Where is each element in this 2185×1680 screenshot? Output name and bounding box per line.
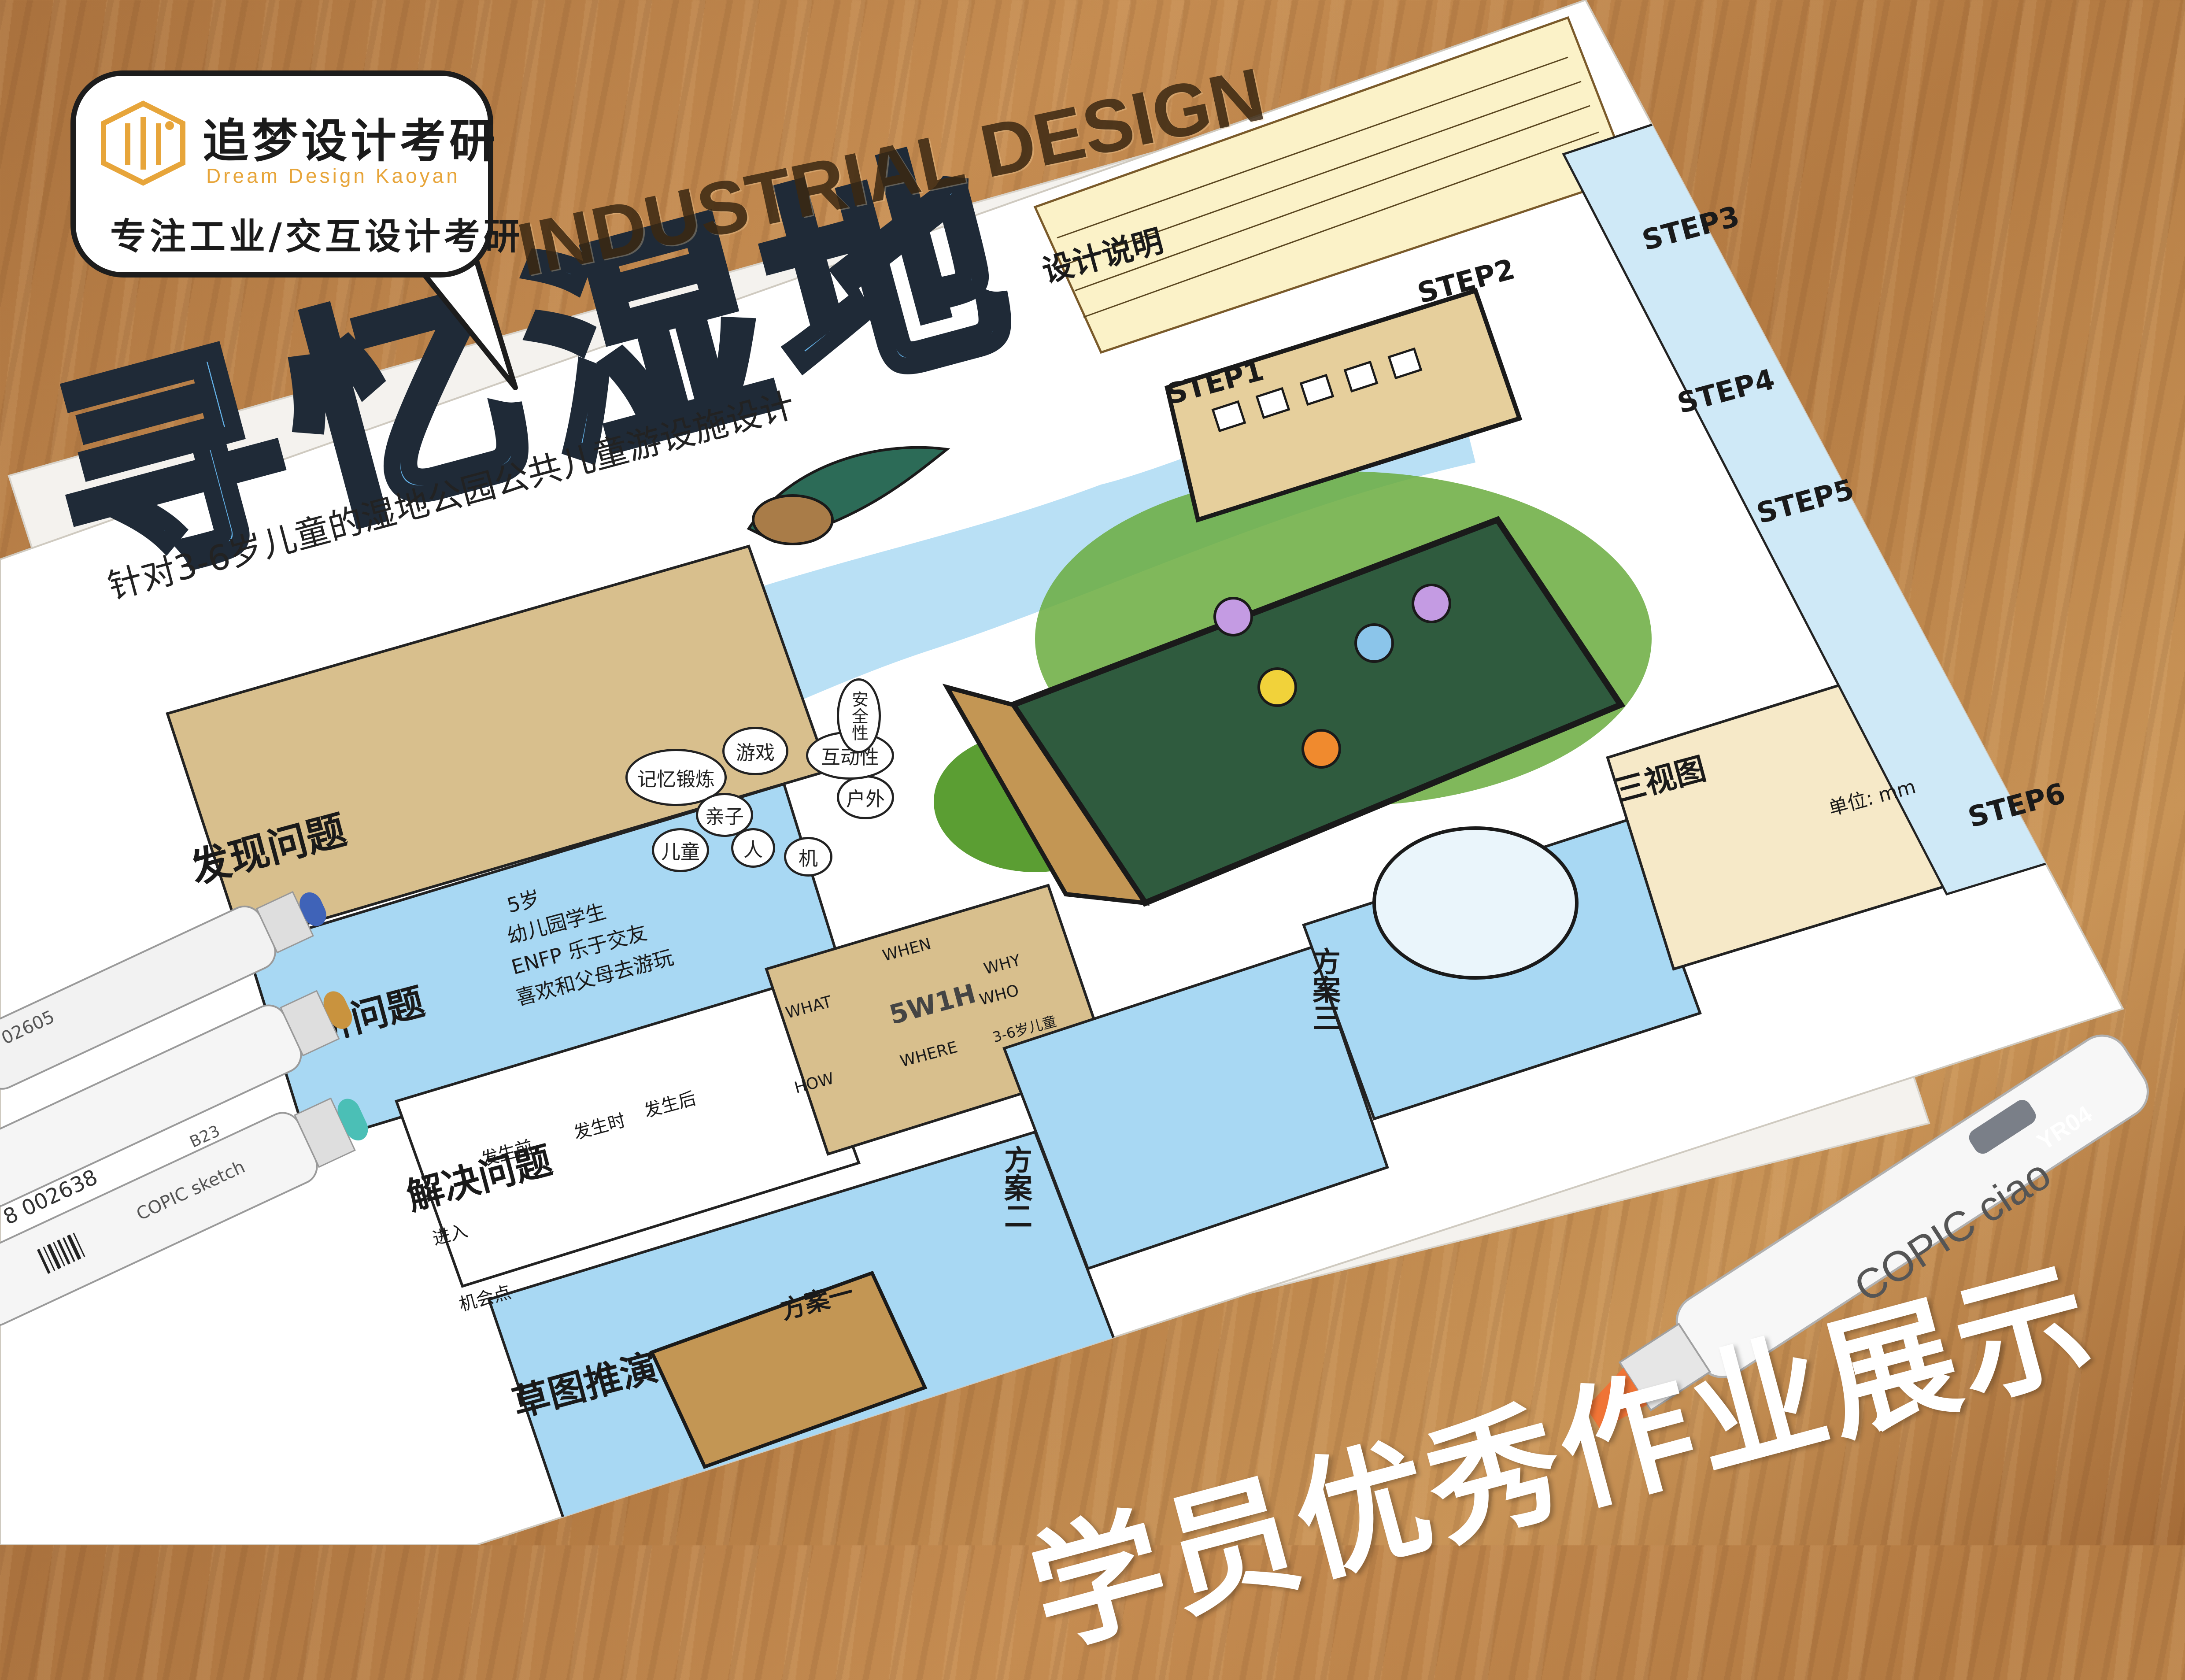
logo-title: 追梦设计考研	[203, 114, 499, 168]
plan-1-sketch	[649, 1270, 928, 1469]
board-side	[942, 684, 1150, 906]
hexagon-logo-icon	[101, 100, 185, 186]
marker-group-left	[0, 891, 368, 1327]
bubble-safety: 安全性	[837, 678, 881, 753]
plan-2-panel	[1002, 945, 1389, 1270]
bubble-game: 游戏	[722, 727, 788, 775]
board-back-panel	[1165, 288, 1523, 523]
bubble-memory: 记忆锻炼	[625, 749, 727, 806]
solve-problem-panel	[395, 981, 861, 1288]
marker-right	[1586, 1034, 2149, 1430]
bubble-outdoor: 户外	[837, 775, 894, 819]
logo-subtitle: Dream Design Kaoyan	[206, 164, 460, 187]
logo-slogan: 专注工业/交互设计考研	[110, 216, 523, 258]
plan-3-sketch	[1372, 826, 1579, 980]
bubble-machine: 机	[784, 837, 832, 877]
plan-2-label: 方案二	[999, 1145, 1032, 1230]
bubble-child: 儿童	[652, 828, 709, 872]
poster-sheet	[0, 0, 2124, 1545]
plan-3-label: 方案三	[1308, 947, 1340, 1032]
bubble-person: 人	[731, 828, 775, 868]
